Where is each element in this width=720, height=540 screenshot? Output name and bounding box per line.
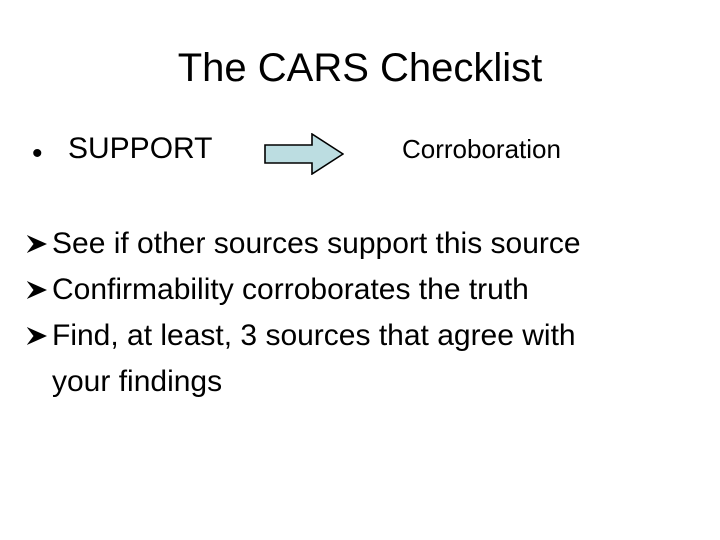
list-item-text: Confirmability corroborates the truth [52,273,529,306]
list-item-text: Find, at least, 3 sources that agree wit… [52,319,576,352]
round-bullet-icon: • [32,137,43,170]
primary-point-target: Corroboration [402,134,561,164]
arrowhead-bullet-icon [26,221,48,267]
page-title: The CARS Checklist [177,46,543,90]
right-arrow-icon [264,132,345,176]
list-item: Confirmability corroborates the truth [26,267,694,313]
sub-points-list: See if other sources support this source… [26,221,694,405]
list-item-text: See if other sources support this source [52,227,581,260]
primary-point-row: • SUPPORT Corroboration [32,130,692,176]
arrowhead-bullet-icon [26,267,48,313]
arrowhead-bullet-icon [26,313,48,359]
list-item: See if other sources support this source [26,221,694,267]
list-item-text-wrapped: your findings [52,365,223,398]
list-item: Find, at least, 3 sources that agree wit… [26,313,694,405]
primary-point-label: SUPPORT [68,132,213,165]
